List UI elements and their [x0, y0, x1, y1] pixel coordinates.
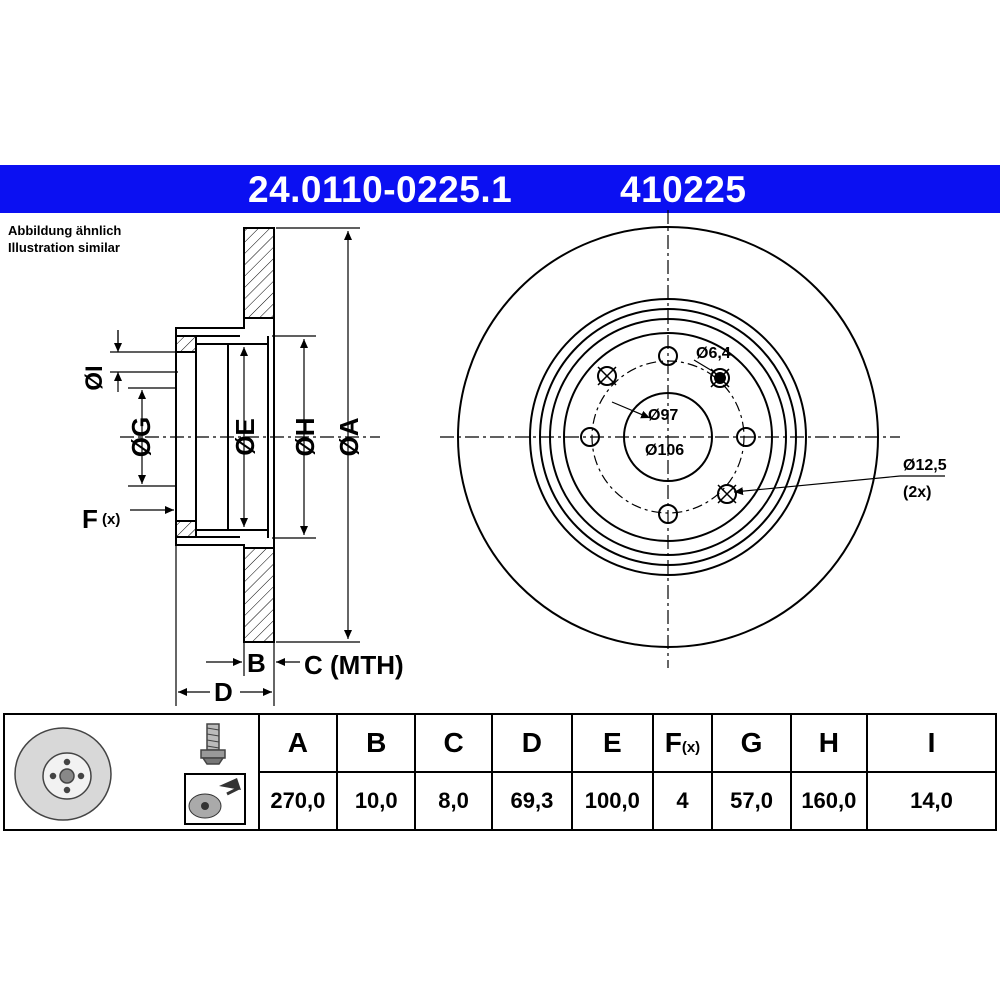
- label-dim-f: F: [82, 504, 98, 534]
- label-center-diameter: Ø97: [648, 407, 678, 424]
- value-d: 69,3: [490, 771, 574, 831]
- note-german: Abbildung ähnlich: [8, 223, 122, 238]
- value-h: 160,0: [789, 771, 869, 831]
- label-pcd: Ø106: [645, 442, 684, 459]
- illustration-note: Abbildung ähnlich Illustration similar: [8, 222, 121, 256]
- disc-friction-ring-lower: [243, 547, 275, 643]
- col-head-d: D: [490, 713, 574, 773]
- label-dim-c: C (MTH): [304, 650, 404, 680]
- col-head-a: A: [257, 713, 339, 773]
- hub-assembly-icon: [184, 773, 246, 825]
- col-head-e: E: [571, 713, 654, 773]
- spec-table: A B C D E F(x) G H I 270,0 10,0 8,0 69,3…: [3, 713, 997, 831]
- col-head-f: F(x): [651, 713, 714, 773]
- label-dim-i: ØI: [81, 365, 108, 390]
- icon-cell: [3, 713, 260, 831]
- value-a: 270,0: [257, 771, 339, 831]
- part-number: 24.0110-0225.1: [248, 169, 513, 210]
- value-b: 10,0: [336, 771, 417, 831]
- bolt-hole-left: [580, 427, 600, 447]
- label-thread-diameter: Ø12,5: [903, 457, 947, 474]
- small-hole: [710, 368, 730, 388]
- col-head-f-letter: F: [664, 727, 682, 758]
- value-f: 4: [651, 771, 714, 831]
- icon-group: [14, 723, 246, 825]
- note-english: Illustration similar: [8, 240, 120, 255]
- label-bolt-hole: Ø6,4: [696, 345, 731, 362]
- col-head-c: C: [414, 713, 493, 773]
- front-view: [440, 210, 945, 668]
- header-bar: 24.0110-0225.1 410225: [0, 165, 1000, 213]
- bolt-hole-right: [736, 427, 756, 447]
- col-head-f-sub: (x): [681, 739, 701, 756]
- label-dim-f-sub: (x): [102, 511, 120, 528]
- thread-hole-1: [597, 366, 617, 386]
- brake-disc-icon: [14, 727, 112, 821]
- technical-drawing: ØI ØG ØE ØH ØA F (x) B C (MTH) D: [81, 210, 947, 707]
- side-view: [110, 227, 380, 706]
- col-head-g: G: [711, 713, 792, 773]
- value-c: 8,0: [414, 771, 493, 831]
- value-g: 57,0: [711, 771, 792, 831]
- label-dim-a: ØA: [334, 417, 364, 456]
- col-head-i: I: [866, 713, 997, 773]
- label-dim-h: ØH: [290, 418, 320, 457]
- value-i: 14,0: [866, 771, 997, 831]
- label-dim-b: B: [247, 648, 266, 678]
- value-e: 100,0: [571, 771, 654, 831]
- bolt-icon: [200, 723, 226, 765]
- label-dim-e: ØE: [230, 418, 260, 456]
- bolt-hole-bottom: [658, 504, 678, 524]
- disc-friction-ring: [243, 227, 275, 319]
- col-head-b: B: [336, 713, 417, 773]
- col-head-h: H: [789, 713, 869, 773]
- bolt-hole-top: [658, 346, 678, 366]
- label-dim-g: ØG: [126, 417, 156, 457]
- label-thread-count: (2x): [903, 484, 931, 501]
- reference-number: 410225: [620, 169, 747, 210]
- label-dim-d: D: [214, 677, 233, 707]
